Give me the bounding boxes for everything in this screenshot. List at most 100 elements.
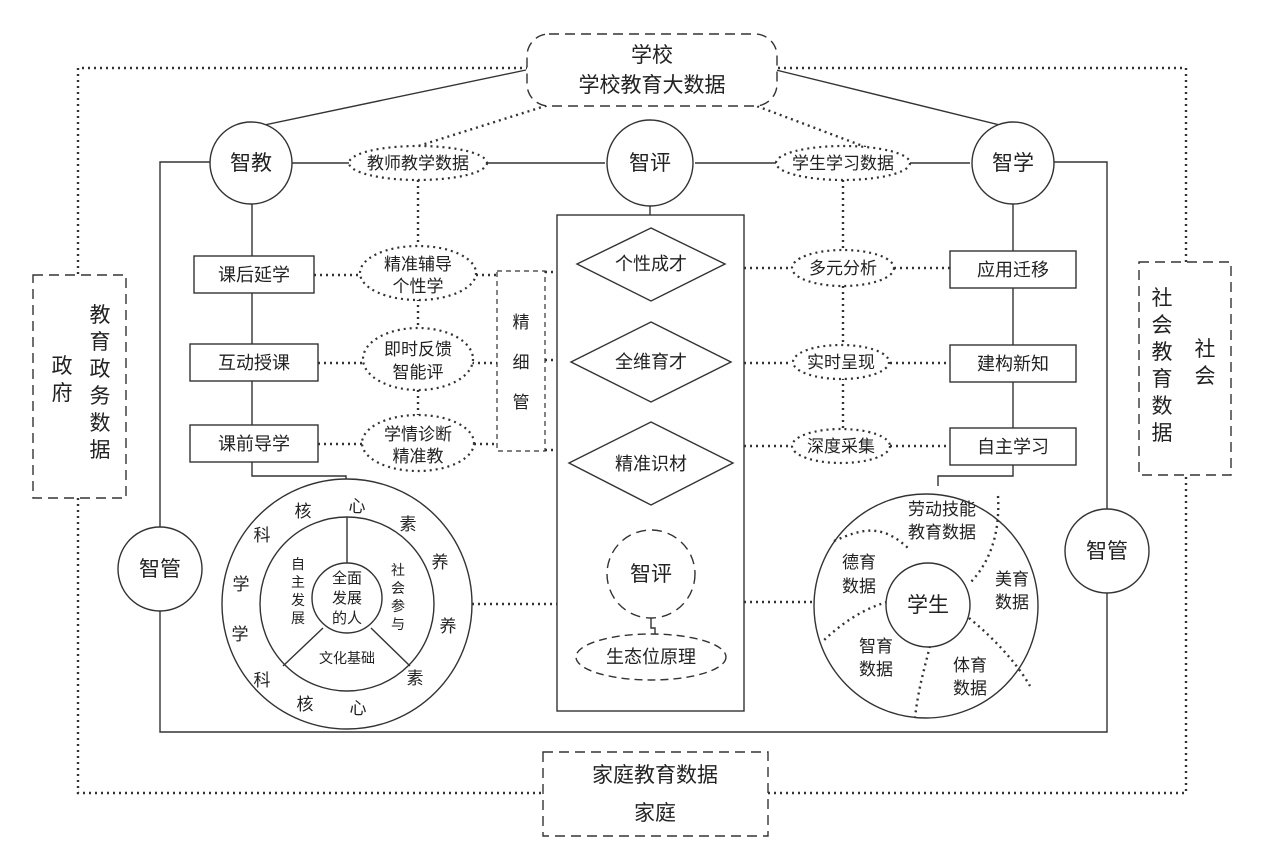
svg-text:课后延学: 课后延学	[218, 265, 290, 286]
svg-text:智管: 智管	[139, 557, 181, 581]
svg-text:养: 养	[440, 617, 457, 637]
svg-text:核: 核	[295, 502, 312, 522]
svg-text:政: 政	[90, 357, 111, 381]
svg-text:科: 科	[254, 526, 271, 546]
svg-text:养: 养	[432, 553, 449, 573]
right-oval-analysis: 多元分析	[790, 248, 896, 288]
svg-text:教育数据: 教育数据	[908, 523, 976, 543]
svg-text:学: 学	[233, 575, 250, 595]
svg-text:美育: 美育	[995, 570, 1029, 590]
svg-text:互动授课: 互动授课	[218, 353, 290, 374]
svg-text:细: 细	[513, 353, 530, 373]
society-inner-text: 社 会 教 育 数 据	[1152, 286, 1173, 445]
svg-text:智评: 智评	[629, 151, 671, 175]
svg-text:数: 数	[1152, 394, 1173, 418]
svg-text:文化基础: 文化基础	[319, 650, 375, 667]
society-outer-char-1: 社会	[1195, 337, 1216, 388]
svg-text:展: 展	[291, 611, 305, 627]
family-node: 家庭教育数据 家庭	[542, 751, 769, 837]
svg-text:据: 据	[1152, 421, 1173, 445]
left-box-after-class: 课后延学	[193, 255, 315, 294]
svg-text:据: 据	[90, 438, 111, 462]
svg-text:素: 素	[400, 515, 417, 535]
right-box-selflearn: 自主学习	[949, 427, 1077, 466]
svg-text:精准教: 精准教	[393, 447, 444, 467]
svg-text:智教: 智教	[230, 151, 272, 175]
student-data-oval: 学生学习数据	[774, 144, 912, 182]
svg-text:数: 数	[90, 411, 111, 435]
svg-text:智能评: 智能评	[393, 363, 444, 383]
svg-text:即时反馈: 即时反馈	[384, 340, 452, 360]
svg-text:数据: 数据	[995, 593, 1029, 613]
school-title: 学校	[631, 43, 673, 67]
svg-text:心: 心	[349, 497, 366, 517]
core-literacy-diagram: 全面 发展 的人 自 主 发 展 社 会 参 与 文化基础 学 科 核 心 素 …	[221, 478, 473, 730]
fine-management-box: 精 细 管	[496, 270, 546, 452]
svg-text:与: 与	[391, 617, 405, 633]
svg-text:全维育才: 全维育才	[615, 352, 687, 373]
left-box-preview: 课前导学	[189, 424, 319, 463]
svg-text:学情诊断: 学情诊断	[384, 425, 452, 445]
svg-text:精: 精	[513, 313, 530, 333]
svg-text:核: 核	[297, 695, 314, 715]
svg-text:精准辅导: 精准辅导	[384, 255, 452, 275]
zhiping-top-node: 智评	[606, 119, 694, 207]
family-title: 家庭	[634, 801, 676, 825]
svg-text:学生学习数据: 学生学习数据	[792, 154, 894, 174]
ecology-oval	[575, 633, 727, 681]
zhiguan-right-node: 智管	[1064, 508, 1150, 594]
svg-text:的人: 的人	[332, 609, 362, 627]
svg-text:自: 自	[291, 557, 305, 573]
svg-text:社: 社	[1152, 286, 1173, 310]
svg-text:多元分析: 多元分析	[809, 259, 877, 279]
school-big-data: 学校教育大数据	[579, 73, 726, 97]
right-box-construct: 建构新知	[949, 344, 1077, 383]
right-box-apply: 应用迁移	[949, 250, 1077, 289]
svg-text:个性学: 个性学	[393, 277, 444, 297]
svg-text:管: 管	[513, 393, 530, 413]
government-node: 政府	[32, 274, 127, 499]
left-box-interactive: 互动授课	[189, 343, 319, 382]
svg-text:教: 教	[1152, 340, 1173, 364]
svg-text:务: 务	[90, 384, 111, 408]
government-label-1: 政府	[52, 354, 73, 405]
left-oval-tutoring: 精准辅导 个性学	[358, 244, 478, 302]
dotted-connectors	[314, 100, 950, 606]
svg-text:社: 社	[391, 563, 405, 579]
zhijiao-node: 智教	[209, 121, 293, 205]
svg-text:发展: 发展	[332, 589, 362, 607]
center-column: 个性成才 全维育才 精准识材 智评 生态位原理	[556, 214, 745, 712]
svg-text:智育: 智育	[859, 637, 893, 657]
svg-text:深度采集: 深度采集	[807, 437, 875, 457]
svg-text:精准识材: 精准识材	[615, 454, 687, 475]
family-data: 家庭教育数据	[592, 763, 718, 787]
svg-text:教: 教	[90, 303, 111, 327]
svg-text:教师教学数据: 教师教学数据	[367, 154, 469, 174]
diamond-allround	[569, 321, 733, 403]
teacher-data-oval: 教师教学数据	[347, 144, 489, 182]
left-oval-feedback: 即时反馈 智能评	[361, 326, 475, 392]
svg-text:参: 参	[391, 598, 405, 615]
society-outer-text: 社会	[1195, 337, 1216, 388]
svg-text:发: 发	[291, 593, 305, 609]
svg-text:主: 主	[291, 575, 305, 591]
society-node	[1138, 261, 1232, 476]
student-data-diagram: 学生 劳动技能 教育数据 德育 数据 美育 数据 智育 数据 体育 数据	[813, 493, 1039, 719]
svg-text:智评: 智评	[630, 562, 672, 586]
svg-text:数据: 数据	[859, 660, 893, 680]
svg-text:应用迁移: 应用迁移	[977, 260, 1049, 281]
svg-text:学: 学	[232, 625, 249, 645]
right-oval-realtime: 实时呈现	[791, 343, 891, 381]
svg-text:自主学习: 自主学习	[977, 437, 1049, 458]
svg-text:课前导学: 课前导学	[218, 434, 290, 455]
left-oval-diagnosis: 学情诊断 精准教	[360, 413, 476, 473]
svg-text:数据: 数据	[953, 679, 987, 699]
svg-text:数据: 数据	[842, 577, 876, 597]
diamond-individual	[575, 227, 727, 302]
svg-text:科: 科	[254, 671, 271, 691]
svg-text:实时呈现: 实时呈现	[807, 353, 875, 373]
svg-text:德育: 德育	[842, 553, 876, 573]
svg-text:劳动技能: 劳动技能	[908, 500, 976, 520]
svg-text:智管: 智管	[1086, 539, 1128, 563]
zhiguan-left-node: 智管	[117, 526, 203, 612]
